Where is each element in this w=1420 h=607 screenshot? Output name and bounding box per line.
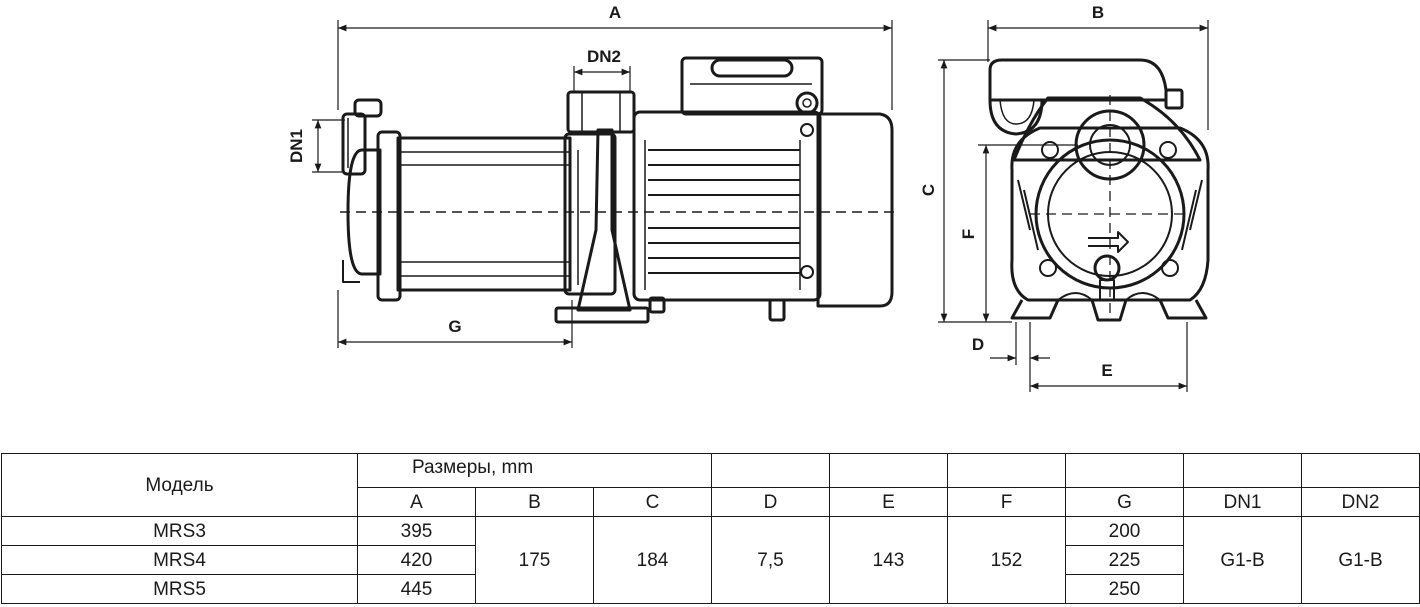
side-view-dimensions (312, 20, 893, 348)
col-header-F: F (947, 487, 1066, 517)
header-blank (1183, 453, 1302, 488)
col-header-B: B (475, 487, 594, 517)
header-blank (1065, 453, 1184, 488)
cell-C: 184 (593, 516, 712, 604)
col-header-G: G (1065, 487, 1184, 517)
col-header-A: A (357, 487, 476, 517)
cell-A: 420 (357, 545, 476, 575)
model-header: Модель (1, 453, 358, 517)
model-cell: MRS5 (1, 574, 358, 604)
cell-B: 175 (475, 516, 594, 604)
cell-F: 152 (947, 516, 1066, 604)
header-blank (711, 453, 830, 488)
cell-G: 250 (1065, 574, 1184, 604)
dim-label-DN2: DN2 (587, 47, 621, 66)
dim-label-E: E (1101, 361, 1112, 380)
dim-label-B: B (1092, 3, 1104, 22)
dims-header: Размеры, mm (357, 453, 712, 488)
dim-label-G: G (448, 317, 461, 336)
pump-dimension-drawing: A G DN2 DN1 (287, 3, 1210, 392)
cell-E: 143 (829, 516, 948, 604)
cell-G: 200 (1065, 516, 1184, 546)
cell-D: 7,5 (711, 516, 830, 604)
dim-label-DN1: DN1 (287, 129, 306, 163)
header-blank (1301, 453, 1420, 488)
pump-side-view (341, 56, 894, 324)
cell-DN2: G1-B (1301, 516, 1420, 604)
header-blank (947, 453, 1066, 488)
cell-A: 395 (357, 516, 476, 546)
dim-label-C: C (919, 184, 938, 196)
dim-label-A: A (609, 3, 621, 22)
cell-DN1: G1-B (1183, 516, 1302, 604)
cell-G: 225 (1065, 545, 1184, 575)
dimensions-table: Модель Размеры, mm A B C D E F G DN1 DN2… (1, 453, 1420, 604)
model-cell: MRS3 (1, 516, 358, 546)
dim-label-F: F (959, 229, 978, 239)
col-header-DN1: DN1 (1183, 487, 1302, 517)
front-view-dimensions (938, 20, 1209, 392)
col-header-C: C (593, 487, 712, 517)
col-header-D: D (711, 487, 830, 517)
dim-label-D: D (972, 335, 984, 354)
model-cell: MRS4 (1, 545, 358, 575)
pump-front-view (988, 58, 1210, 322)
header-blank (829, 453, 948, 488)
col-header-DN2: DN2 (1301, 487, 1420, 517)
cell-A: 445 (357, 574, 476, 604)
col-header-E: E (829, 487, 948, 517)
